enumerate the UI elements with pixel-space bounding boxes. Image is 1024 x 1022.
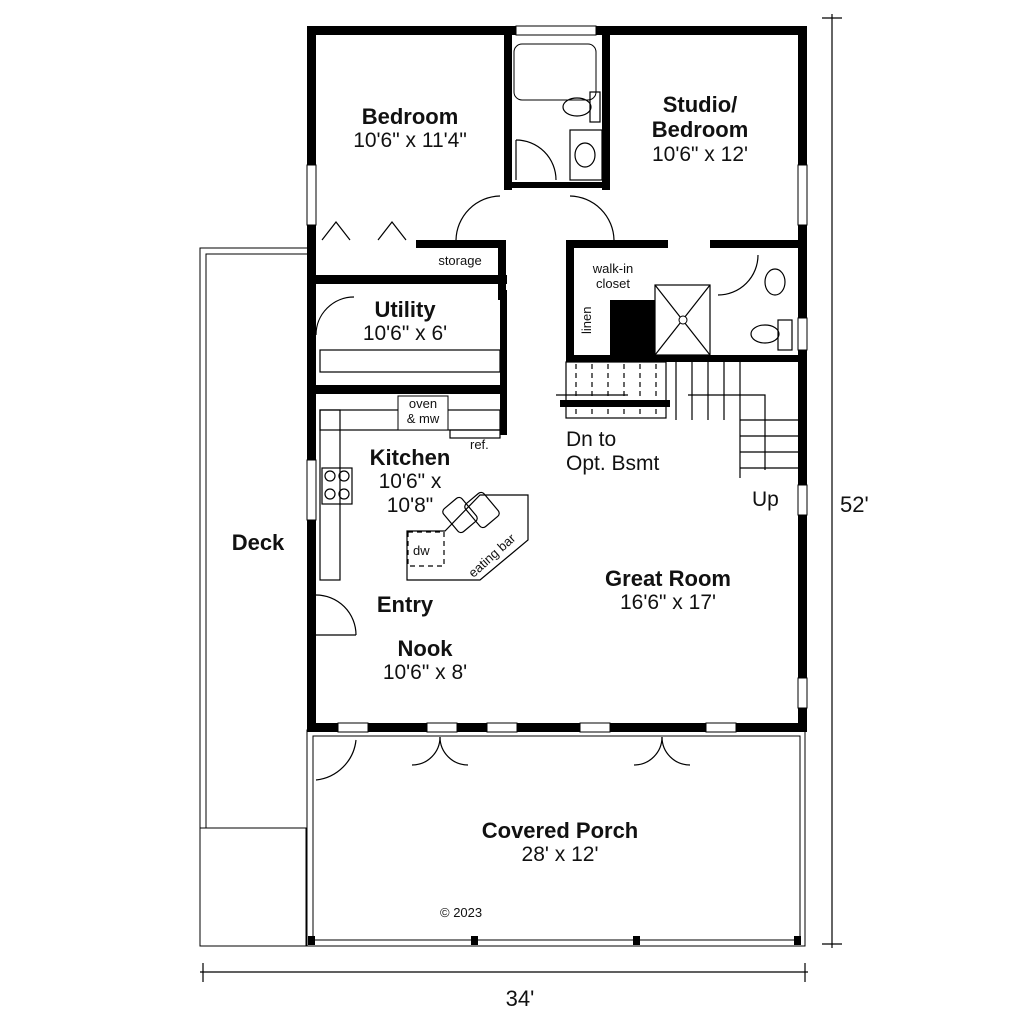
oven-mw-label: oven & mw bbox=[398, 396, 448, 427]
room-size: 10'6" x 11'4" bbox=[353, 129, 467, 153]
room-name: Utility bbox=[374, 297, 436, 322]
room-name-2: Bedroom bbox=[651, 117, 749, 143]
copyright-label: © 2023 bbox=[440, 905, 483, 920]
room-name: Great Room bbox=[605, 566, 731, 591]
walk-in-text: walk-in bbox=[592, 261, 634, 276]
windows bbox=[306, 25, 808, 733]
dn-to-text: Dn to bbox=[566, 428, 617, 451]
room-bedroom: Bedroom 10'6" x 11'4" bbox=[330, 104, 490, 153]
deck-outline bbox=[199, 247, 309, 947]
room-name: Bedroom bbox=[361, 104, 459, 129]
closet-text: closet bbox=[596, 275, 630, 291]
linen-label: linen bbox=[579, 306, 594, 334]
room-utility: Utility 10'6" x 6' bbox=[335, 297, 475, 346]
stairs bbox=[556, 361, 798, 478]
depth-dimension: 52' bbox=[840, 492, 869, 517]
interior-walls bbox=[307, 30, 806, 435]
room-nook: Nook 10'6" x 8' bbox=[355, 636, 495, 685]
storage-label: storage bbox=[438, 253, 482, 268]
room-name: Studio/ bbox=[662, 92, 738, 117]
room-name: Kitchen bbox=[369, 445, 451, 470]
room-name: Covered Porch bbox=[481, 818, 639, 843]
width-dimension: 34' bbox=[505, 986, 535, 1011]
kitchen-counters bbox=[319, 349, 529, 581]
room-entry: Entry bbox=[376, 592, 434, 617]
bathroom-fixtures bbox=[513, 43, 793, 356]
room-deck: Deck bbox=[231, 530, 285, 555]
room-great-room: Great Room 16'6" x 17' bbox=[578, 566, 758, 615]
ref-label: ref. bbox=[470, 437, 489, 452]
room-kitchen: Kitchen 10'6" x 10'8" bbox=[345, 445, 475, 519]
room-studio-bedroom: Studio/ Bedroom 10'6" x 12' bbox=[620, 92, 780, 167]
oven-text: oven bbox=[408, 396, 438, 411]
stairs-up-label: Up bbox=[752, 488, 779, 511]
stairs-down-label: Dn to Opt. Bsmt bbox=[566, 428, 659, 476]
room-covered-porch: Covered Porch 28' x 12' bbox=[450, 818, 670, 867]
walk-in-closet-label: walk-in closet bbox=[578, 261, 648, 292]
room-size: 10'6" x 8' bbox=[382, 661, 468, 685]
dw-label: dw bbox=[413, 543, 430, 558]
room-size: 28' x 12' bbox=[521, 843, 599, 867]
dimension-lines bbox=[200, 14, 842, 982]
room-size-2: 10'8" bbox=[386, 494, 434, 518]
room-size: 16'6" x 17' bbox=[619, 591, 717, 615]
opt-bsmt-text: Opt. Bsmt bbox=[566, 452, 660, 476]
door-swings bbox=[315, 139, 759, 781]
room-size: 10'6" x 6' bbox=[362, 322, 448, 346]
room-name: Nook bbox=[397, 636, 453, 661]
mw-text: & mw bbox=[406, 410, 440, 426]
room-size: 10'6" x bbox=[378, 470, 442, 494]
room-size: 10'6" x 12' bbox=[651, 142, 749, 166]
